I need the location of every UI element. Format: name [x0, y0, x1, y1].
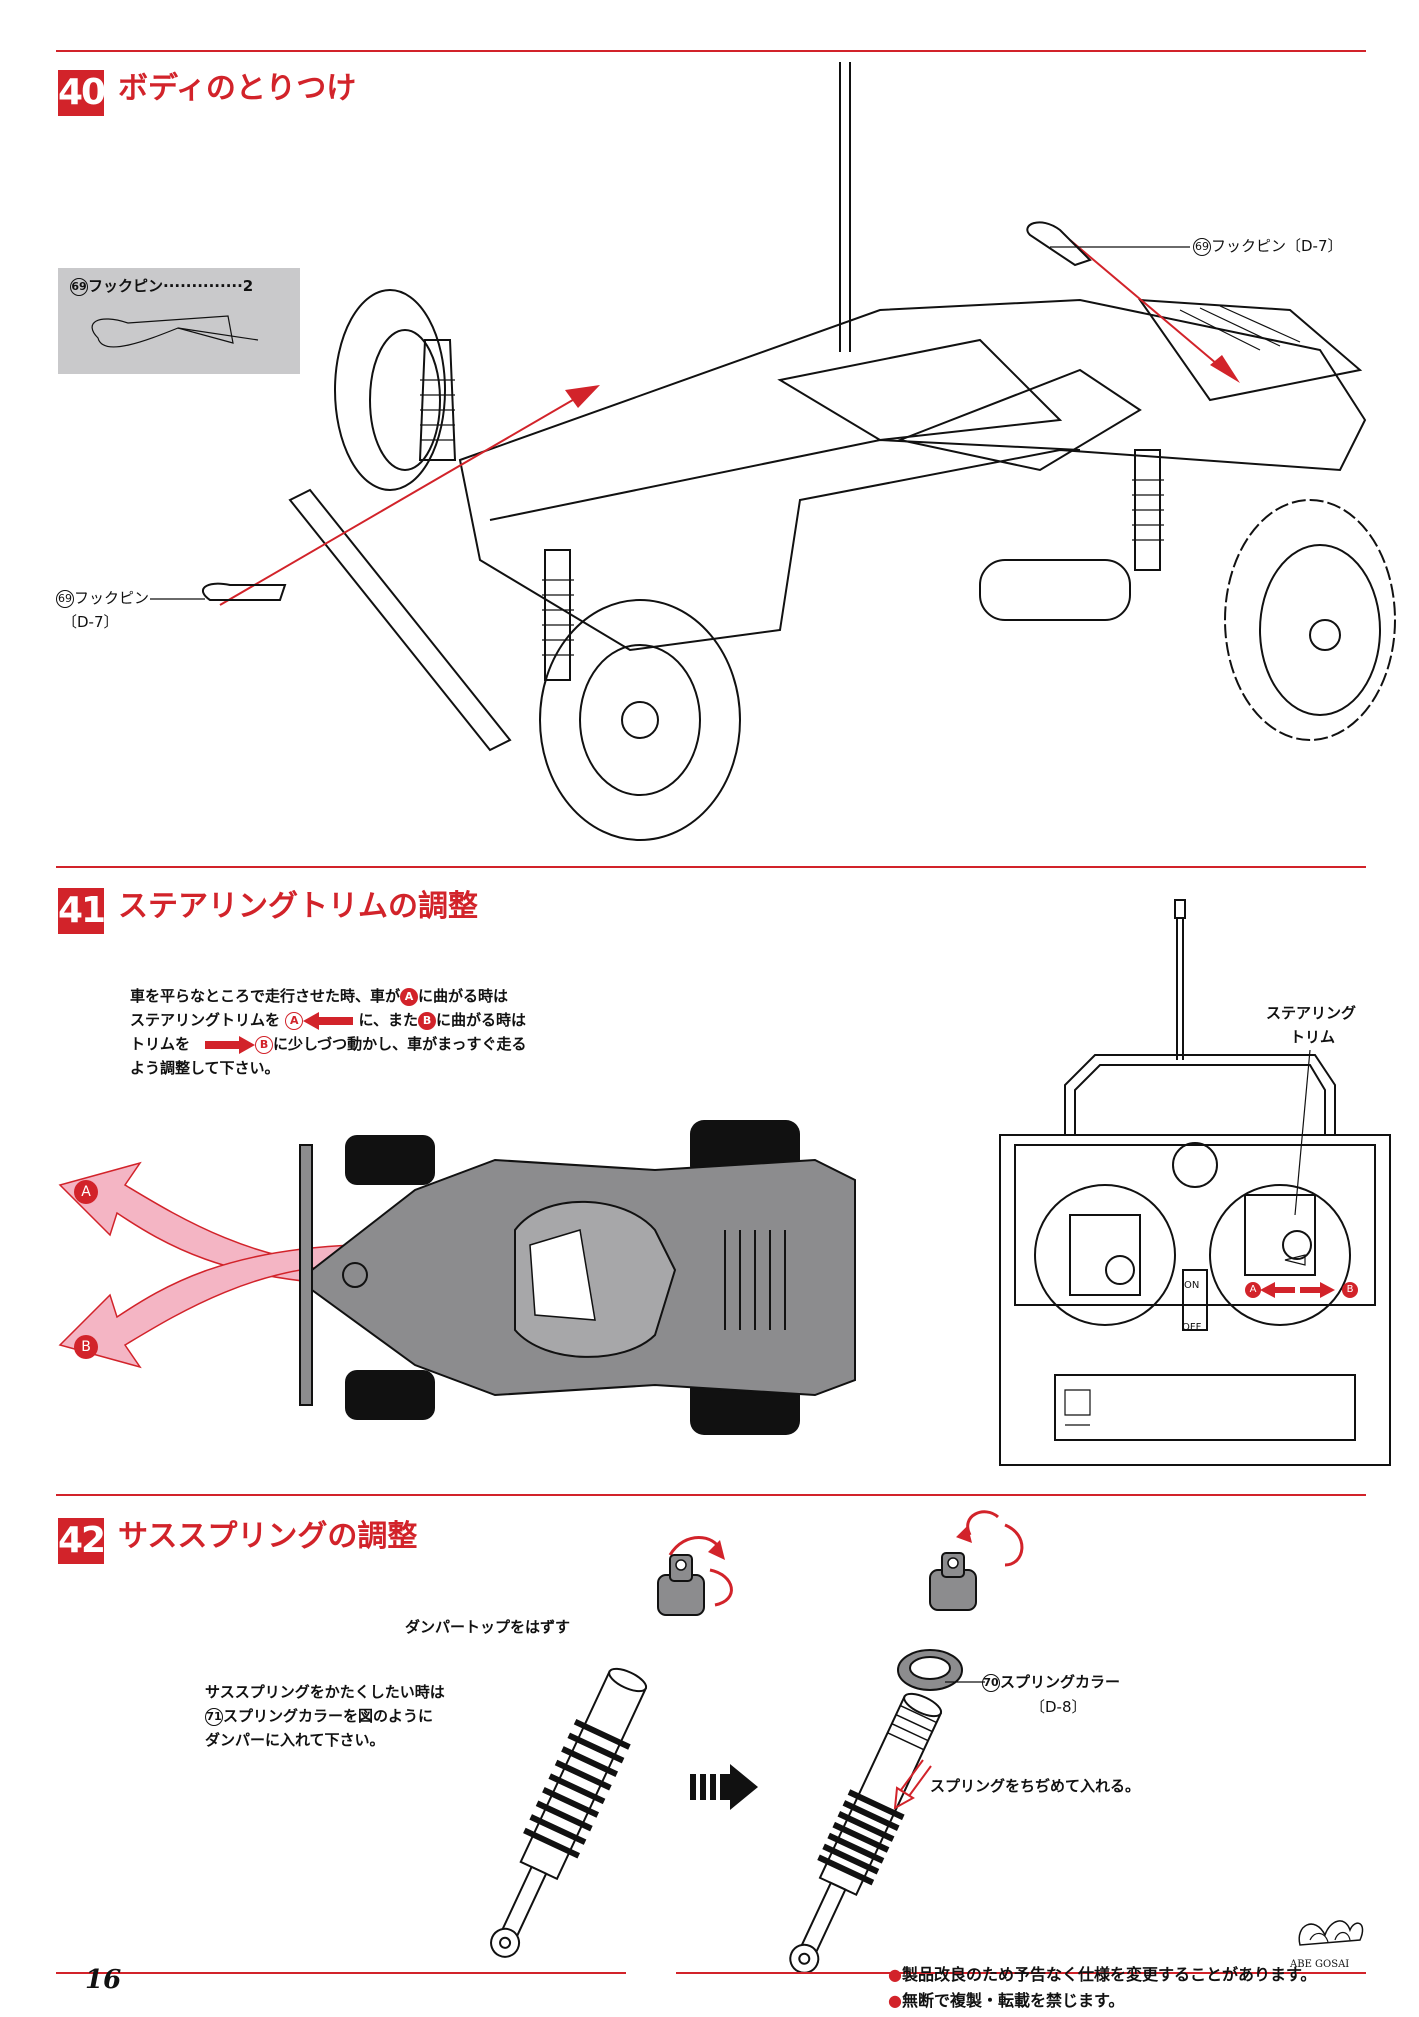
spring-instr-line2: 71スプリングカラーを図のように	[205, 1704, 445, 1728]
abe-gosai-logo-icon	[1298, 1920, 1364, 1946]
step-41-number: 41	[58, 888, 106, 934]
process-arrow-icon	[690, 1764, 758, 1810]
left-red-arrow-icon	[303, 1011, 354, 1030]
instr-2b: に、また	[358, 1011, 419, 1029]
collar-ref: 〔D-8〕	[1030, 1698, 1087, 1716]
switch-off-label: OFF	[1182, 1322, 1202, 1333]
step-42-title: サススプリングの調整	[118, 1519, 418, 1554]
damper-top-label: ダンパートップをはずす	[405, 1618, 571, 1636]
footer-note-1: ●製品改良のため予告なく仕様を変更することがあります。	[888, 1965, 1317, 1984]
direction-marker-b: B	[74, 1335, 98, 1359]
footer-rule-left	[56, 1972, 626, 1974]
section-41-rule-top	[56, 866, 1366, 868]
antenna-section40	[839, 62, 851, 352]
step-41-title: ステアリングトリムの調整	[118, 889, 478, 924]
damper-with-collar-illustration	[789, 1692, 943, 1974]
trim-marker-b: B	[1342, 1282, 1358, 1298]
instr-2c: に曲がる時は	[436, 1011, 527, 1029]
buggy-illustration	[202, 221, 1396, 841]
spring-instr-line3: ダンパーに入れて下さい。	[205, 1731, 385, 1749]
parts-box-part-name: フックピン	[88, 277, 164, 295]
spring-instr-line2-text: スプリングカラーを図のように	[223, 1707, 434, 1725]
spring-instr-line1: サススプリングをかたくしたい時は	[205, 1683, 445, 1701]
compress-label: スプリングをちぢめて入れる。	[930, 1777, 1141, 1795]
callout-top-part-no: 69	[1193, 237, 1211, 256]
instr-3a: トリムを	[130, 1035, 191, 1053]
antenna-transmitter	[1174, 899, 1186, 1060]
damper-top-removed-illustration	[657, 1536, 733, 1616]
marker-b-outline: B	[255, 1035, 274, 1054]
hook-pin-illustration	[91, 315, 259, 348]
section-42-rule-top	[56, 1494, 1366, 1496]
damper-assembled-illustration	[490, 1667, 648, 1958]
callout-left-text: フックピン	[74, 589, 150, 607]
footer-notes: ●製品改良のため予告なく仕様を変更することがあります。 ●無断で複製・転載を禁じ…	[888, 1962, 1316, 2014]
instr-line-4: よう調整して下さい。	[130, 1059, 280, 1077]
spring-instr-part-no: 71	[205, 1707, 223, 1726]
collar-leader	[945, 1681, 985, 1683]
section-40-rule-top	[56, 50, 1366, 52]
callout-left-part-no: 69	[56, 589, 74, 608]
instr-1b: に曲がる時は	[418, 987, 509, 1005]
switch-on-label: ON	[1184, 1280, 1200, 1291]
step-40-title: ボディのとりつけ	[118, 71, 357, 106]
marker-b-solid: B	[418, 1011, 437, 1030]
parts-box-label: 69フックピン··············2	[70, 276, 253, 296]
step-40-number: 40	[58, 70, 106, 116]
callout-left-ref: 〔D-7〕	[62, 613, 119, 631]
callout-top-text: フックピン〔D-7〕	[1211, 237, 1343, 255]
trim-label-line2: トリム	[1290, 1028, 1336, 1046]
right-red-arrow-icon	[205, 1035, 256, 1054]
footer-note-2: ●無断で複製・転載を禁じます。	[888, 1991, 1125, 2010]
spring-collar-illustration	[897, 1649, 963, 1691]
logo-text: ABE GOSAI	[1290, 1959, 1350, 1970]
marker-a-outline: A	[285, 1011, 304, 1030]
compress-arrow-icon	[893, 1759, 932, 1810]
parts-box-dots: ··············	[163, 277, 243, 295]
instr-2a: ステアリングトリムを	[130, 1011, 281, 1029]
trim-marker-a: A	[1245, 1282, 1261, 1298]
direction-marker-a: A	[74, 1180, 98, 1204]
trim-label-line1: ステアリング	[1266, 1004, 1357, 1022]
top-view-car-illustration	[299, 1120, 856, 1435]
transmitter-illustration	[999, 1054, 1391, 1466]
step-42-number: 42	[58, 1518, 106, 1564]
parts-box-qty: 2	[242, 277, 254, 295]
collar-text: スプリングカラー	[1000, 1673, 1121, 1691]
page-number: 16	[85, 1965, 122, 1995]
part-number-69: 69	[70, 277, 88, 296]
marker-a-solid: A	[400, 987, 419, 1006]
footer-note-2-text: 無断で複製・転載を禁じます。	[901, 1991, 1125, 2010]
footer-rule-right	[676, 1972, 1366, 1974]
parts-box-hook-pin: 69フックピン··············2	[58, 268, 300, 374]
damper-top-right-illustration	[929, 1510, 1024, 1611]
footer-note-1-text: 製品改良のため予告なく仕様を変更することがあります。	[901, 1965, 1317, 1984]
direction-arrows-illustration	[58, 1161, 356, 1369]
instr-3b: に少しづつ動かし、車がまっすぐ走る	[273, 1035, 527, 1053]
spring-instructions: サススプリングをかたくしたい時は 71スプリングカラーを図のように ダンパーに入…	[205, 1680, 445, 1752]
callout-leader-left	[150, 598, 205, 600]
collar-label: 70スプリングカラー	[982, 1672, 1120, 1692]
instr-1a: 車を平らなところで走行させた時、車が	[130, 987, 401, 1005]
callout-leader-top	[1050, 246, 1190, 248]
